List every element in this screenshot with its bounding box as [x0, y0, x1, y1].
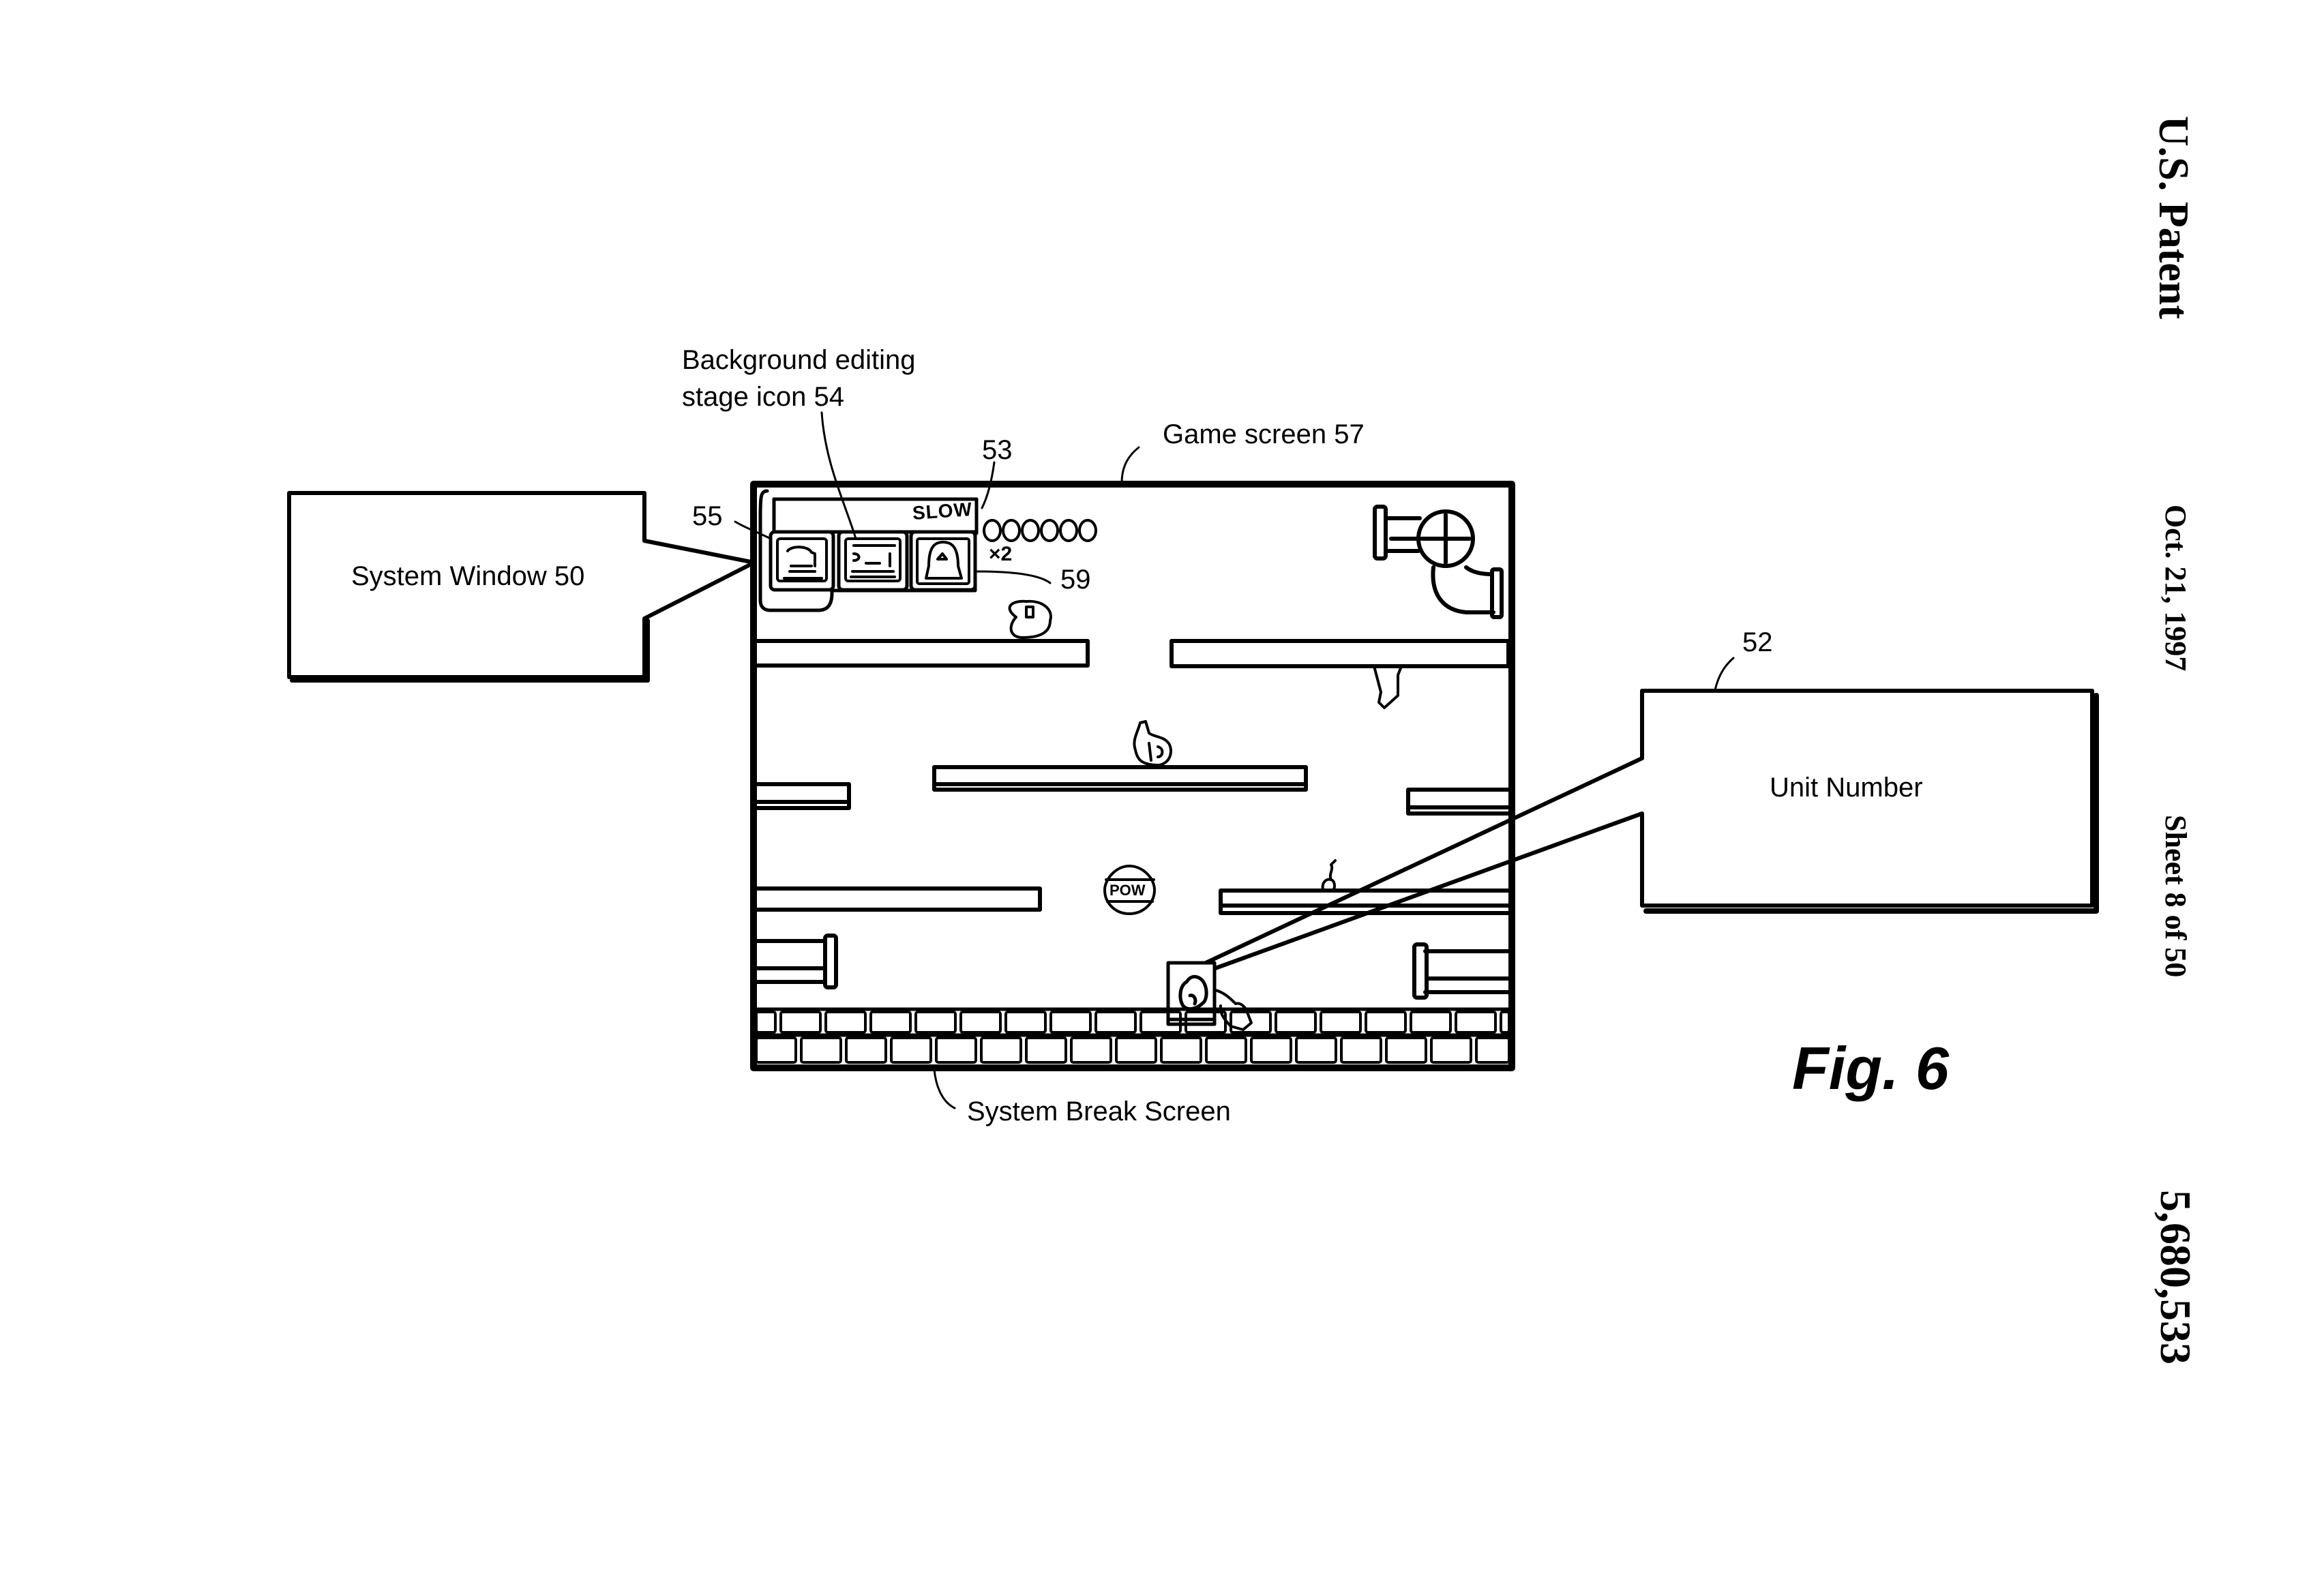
system-window-label: System Window 50	[351, 561, 585, 591]
brick-tile	[1475, 1036, 1510, 1064]
leader-system-break-screen	[933, 1068, 956, 1109]
ref-numeral-53: 53	[982, 435, 1013, 465]
edit-unit-icon-glyph	[783, 546, 823, 580]
platform-middle-center	[932, 765, 1308, 792]
brick-tile	[755, 1036, 797, 1064]
background-editing-label-line2: stage icon 54	[682, 382, 844, 412]
platform-top-left	[751, 639, 1090, 668]
brick-tile	[1025, 1036, 1067, 1064]
sound-bell-icon-frame[interactable]	[909, 530, 977, 592]
background-editing-stage-icon-frame[interactable]	[837, 530, 909, 592]
brick-tile	[1295, 1036, 1337, 1064]
platforms	[751, 639, 1513, 915]
system-window-panel	[758, 489, 979, 612]
leader-53	[981, 461, 996, 509]
fireball-sprite	[1321, 859, 1337, 891]
brick-tile	[1070, 1036, 1112, 1064]
platform-middle-left	[751, 782, 851, 810]
leader-55	[734, 520, 772, 540]
sheet-number: Sheet 8 of 50	[2159, 815, 2192, 978]
brick-tile	[1365, 1011, 1407, 1034]
patent-label: U.S. Patent	[2150, 116, 2196, 319]
brick-tile	[824, 1011, 867, 1034]
unit-number-label: Unit Number	[1770, 773, 1923, 803]
brick-tile	[914, 1011, 957, 1034]
brick-tile	[1500, 1011, 1510, 1034]
brick-tile	[1115, 1036, 1157, 1064]
ref-numeral-59: 59	[1060, 565, 1091, 595]
ref-numeral-55: 55	[692, 501, 723, 531]
pipe-lower-left	[751, 934, 838, 989]
brick-tile	[1004, 1011, 1047, 1034]
pipe-lower-right	[1412, 942, 1510, 1000]
system-window-callout-box	[287, 491, 756, 679]
edit-unit-icon-inner	[776, 537, 828, 582]
game-screen-label: Game screen 57	[1163, 419, 1365, 449]
background-editing-icon-glyph	[850, 544, 896, 578]
figure-label: Fig. 6	[1792, 1034, 1949, 1102]
platform-middle-right	[1406, 788, 1513, 816]
pow-label: POW	[1109, 882, 1146, 899]
brick-tile	[1340, 1036, 1382, 1064]
brick-tile	[1094, 1011, 1137, 1034]
brick-tile	[869, 1011, 912, 1034]
score-circles	[983, 519, 1097, 542]
leader-background-editing	[820, 411, 857, 540]
pipe-top-right	[1373, 505, 1504, 619]
brick-tile	[1320, 1011, 1362, 1034]
system-break-screen-label: System Break Screen	[967, 1096, 1231, 1126]
bell-icon	[925, 541, 963, 580]
leader-52	[1714, 657, 1735, 691]
brick-tile	[1250, 1036, 1292, 1064]
brick-tile	[890, 1036, 932, 1064]
character-sprites	[1008, 599, 1337, 915]
platform-lower-left	[751, 886, 1042, 912]
unit-number-callout-box	[1202, 689, 2094, 970]
brick-tile	[980, 1036, 1022, 1064]
brick-tiles	[755, 1011, 1510, 1064]
unit-number-callout-shadow	[1643, 693, 2099, 914]
brick-tile	[800, 1036, 842, 1064]
brick-tile	[1205, 1036, 1247, 1064]
system-window-callout-shadow	[290, 618, 650, 683]
brick-tile	[1455, 1011, 1497, 1034]
platform-top-right	[1170, 639, 1510, 668]
brick-tile	[1275, 1011, 1317, 1034]
patent-date: Oct. 21, 1997	[2159, 505, 2192, 672]
icicle	[1373, 665, 1403, 709]
hand-cursor-icon	[1214, 989, 1253, 1031]
brick-tile	[1430, 1036, 1472, 1064]
background-editing-label-line1: Background editing	[682, 345, 916, 375]
leader-game-screen	[1120, 446, 1140, 484]
brick-tile	[1385, 1036, 1427, 1064]
lives-counter: ×2	[989, 543, 1013, 565]
enemy-sprite-top	[1008, 599, 1052, 639]
brick-tile	[1049, 1011, 1092, 1034]
ref-numeral-52: 52	[1742, 627, 1773, 657]
leader-59	[974, 570, 1052, 584]
brick-tile	[1139, 1011, 1182, 1034]
brick-tile	[779, 1011, 822, 1034]
brick-floor	[751, 1007, 1514, 1037]
unit-card[interactable]	[1166, 961, 1217, 1026]
enemy-sprite-middle	[1133, 720, 1172, 766]
brick-tile	[935, 1036, 977, 1064]
patent-number: 5,680,533	[2151, 1190, 2200, 1364]
brick-tile	[959, 1011, 1002, 1034]
brick-tile	[1410, 1011, 1452, 1034]
platform-lower-right	[1219, 889, 1513, 915]
edit-unit-icon-frame[interactable]	[769, 530, 835, 592]
brick-tile	[755, 1011, 777, 1034]
brick-tile	[1185, 1011, 1227, 1034]
brick-tile	[845, 1036, 887, 1064]
background-editing-icon-inner	[844, 537, 902, 582]
slow-mode-indicator: SLOW	[911, 498, 973, 524]
game-screen-frame	[750, 481, 1515, 1071]
sound-bell-icon-inner	[916, 537, 970, 585]
brick-tile	[1160, 1036, 1202, 1064]
pow-block	[1103, 865, 1156, 915]
brick-tile	[1230, 1011, 1272, 1034]
